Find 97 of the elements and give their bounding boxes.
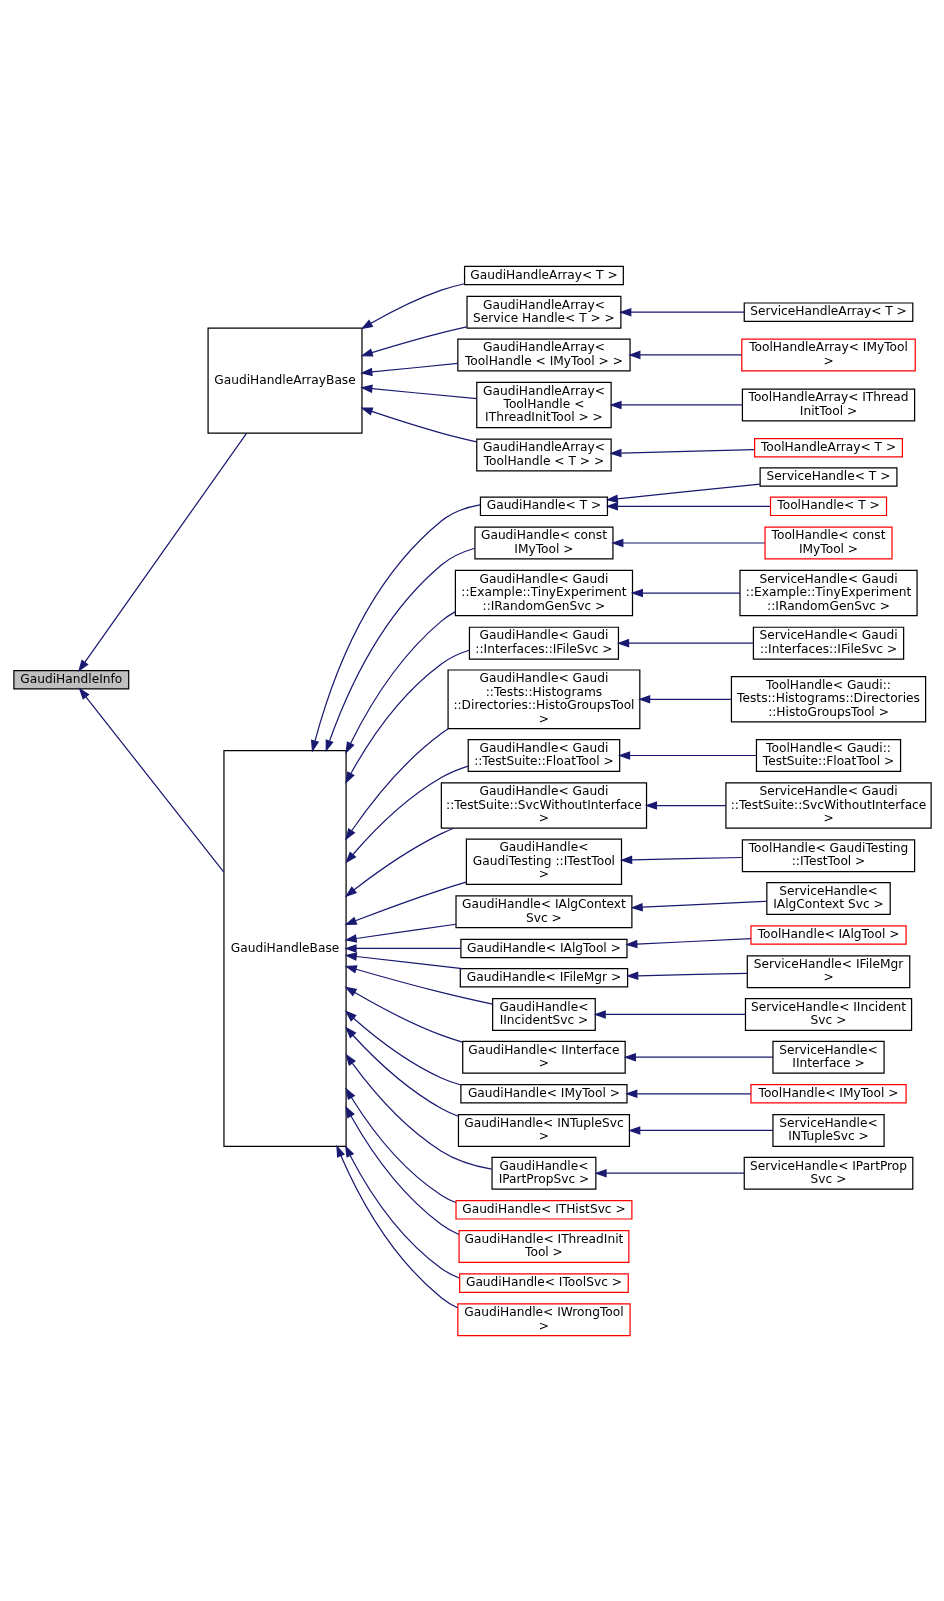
- node-box: GaudiHandleArray< Service Handle< T > >: [465, 295, 621, 329]
- node-box: ServiceHandle< IAlgContext Svc >: [765, 881, 891, 915]
- arrow: [360, 407, 477, 442]
- arrow: [605, 501, 771, 511]
- node-box: GaudiHandle< const IMyTool >: [473, 526, 614, 559]
- arrow: [608, 448, 755, 457]
- arrow: [616, 638, 754, 647]
- node-box: GaudiHandle< IToolSvc >: [458, 1272, 629, 1293]
- node-box: GaudiHandleArray< ToolHandle < IThreadInitTool > >: [475, 381, 612, 428]
- arrow: [619, 855, 743, 864]
- node-box: GaudiHandle< IInterface >: [461, 1040, 626, 1074]
- node-box: GaudiHandleArray< T >: [463, 265, 624, 285]
- arrow: [627, 1125, 773, 1135]
- arrow: [344, 827, 454, 897]
- arrow: [344, 951, 463, 969]
- node-box: GaudiHandle< Gaudi ::Interfaces::IFileSvc >: [468, 626, 619, 660]
- arrow: [627, 350, 742, 359]
- arrow: [630, 588, 741, 597]
- node-box: GaudiHandleArrayBase: [206, 326, 363, 434]
- arrow: [344, 1009, 461, 1086]
- arrow: [630, 900, 767, 911]
- arrow: [344, 964, 493, 1005]
- node-box: ServiceHandle< Gaudi ::TestSuite::SvcWithoutInterface >: [724, 781, 932, 829]
- node-box: ToolHandle< Gaudi:: TestSuite::FloatTool >: [755, 738, 901, 772]
- node-box: ToolHandleArray< T >: [753, 437, 903, 457]
- node-box: GaudiHandle< IThreadInit Tool >: [457, 1229, 629, 1263]
- arrow: [344, 1086, 456, 1203]
- node-box: GaudiHandle< IWrongTool >: [456, 1302, 631, 1336]
- node-box: GaudiHandle< Gaudi ::Tests::Histograms ::Directories::HistoGroupsTool >: [446, 668, 640, 729]
- node-box: ToolHandle< T >: [769, 496, 887, 516]
- arrow: [344, 727, 449, 840]
- arrow: [360, 282, 465, 329]
- arrow: [78, 687, 224, 873]
- arrow: [343, 923, 456, 943]
- arrow: [344, 610, 456, 754]
- arrow: [325, 547, 475, 752]
- node-box: ServiceHandle< INTupleSvc >: [771, 1113, 885, 1147]
- node-box: GaudiHandle< IMyTool >: [459, 1083, 628, 1104]
- node-box: ServiceHandle< T >: [759, 466, 898, 487]
- arrow: [359, 384, 477, 399]
- arrow: [344, 1053, 492, 1170]
- arrow: [344, 1105, 459, 1235]
- node-box: GaudiHandle< IAlgContext Svc >: [454, 894, 632, 928]
- arrow: [343, 943, 461, 953]
- node-box: ToolHandle< GaudiTesting ::ITestTool >: [741, 838, 915, 872]
- arrow: [610, 538, 765, 547]
- arrow: [644, 800, 726, 810]
- arrow: [343, 881, 467, 925]
- node-box: ToolHandle< IAlgTool >: [749, 924, 907, 945]
- node-box: GaudiHandle< IAlgTool >: [459, 938, 628, 958]
- arrow: [593, 1009, 746, 1019]
- arrow: [618, 307, 745, 316]
- arrow: [624, 937, 752, 948]
- arrow: [360, 325, 467, 357]
- node-box: GaudiHandle< Gaudi ::TestSuite::FloatTool >: [467, 738, 620, 772]
- arrow: [344, 764, 469, 864]
- node-box: ServiceHandle< IFileMgr >: [746, 954, 910, 988]
- node-box: GaudiHandleArray< ToolHandle < IMyTool > >: [456, 337, 631, 371]
- arrow: [77, 432, 247, 672]
- node-box: GaudiHandle< Gaudi ::TestSuite::SvcWithoutInterface >: [440, 781, 647, 829]
- node-box: ServiceHandle< IInterface >: [771, 1040, 885, 1074]
- node-box: ServiceHandleArray< T >: [743, 301, 913, 322]
- arrow: [344, 986, 463, 1043]
- arrow: [608, 400, 743, 409]
- node-box: ToolHandleArray< IThread InitTool >: [741, 388, 915, 421]
- arrow: [344, 649, 470, 784]
- arrow: [593, 1168, 745, 1177]
- arrow: [637, 694, 732, 704]
- arrow: [344, 1026, 459, 1117]
- arrow: [359, 362, 458, 376]
- arrow: [625, 971, 748, 980]
- node-box: ServiceHandle< IIncident Svc >: [744, 997, 912, 1031]
- node-box: ToolHandle< IMyTool >: [749, 1083, 907, 1104]
- node-box: ToolHandle< const IMyTool >: [763, 526, 893, 559]
- node-box: ToolHandleArray< IMyTool >: [740, 337, 916, 371]
- arrow: [344, 1144, 460, 1279]
- node-box: GaudiHandleBase: [222, 749, 347, 1147]
- arrow: [623, 1052, 773, 1061]
- node-box: ServiceHandle< Gaudi ::Example::TinyExperiment ::IRandomGenSvc >: [738, 569, 918, 616]
- node-box: ServiceHandle< Gaudi ::Interfaces::IFileSvc >: [752, 626, 904, 660]
- node-box: GaudiHandle< IIncidentSvc >: [491, 997, 596, 1031]
- arrow: [310, 503, 481, 752]
- arrow: [335, 1144, 458, 1308]
- node-box: GaudiHandle< Gaudi ::Example::TinyExperiment ::IRandomGenSvc >: [454, 569, 633, 616]
- arrow: [617, 750, 757, 760]
- node-box: GaudiHandle< GaudiTesting ::ITestTool >: [465, 838, 622, 885]
- arrow: [605, 482, 761, 503]
- arrow: [624, 1089, 752, 1098]
- node-box: GaudiHandle< ITHistSvc >: [454, 1199, 632, 1220]
- node-box: GaudiHandle< IPartPropSvc >: [490, 1156, 596, 1190]
- node-box: GaudiHandleInfo: [12, 669, 129, 690]
- node-box: GaudiHandle< T >: [479, 496, 608, 516]
- node-box: ServiceHandle< IPartProp Svc >: [743, 1156, 913, 1190]
- node-box: GaudiHandle< INTupleSvc >: [457, 1113, 630, 1147]
- node-box: GaudiHandle< IFileMgr >: [459, 967, 628, 988]
- node-box: GaudiHandleArray< ToolHandle < T > >: [475, 438, 612, 472]
- node-box: ToolHandle< Gaudi:: Tests::Histograms::Directories ::HistoGroupsTool >: [730, 675, 926, 723]
